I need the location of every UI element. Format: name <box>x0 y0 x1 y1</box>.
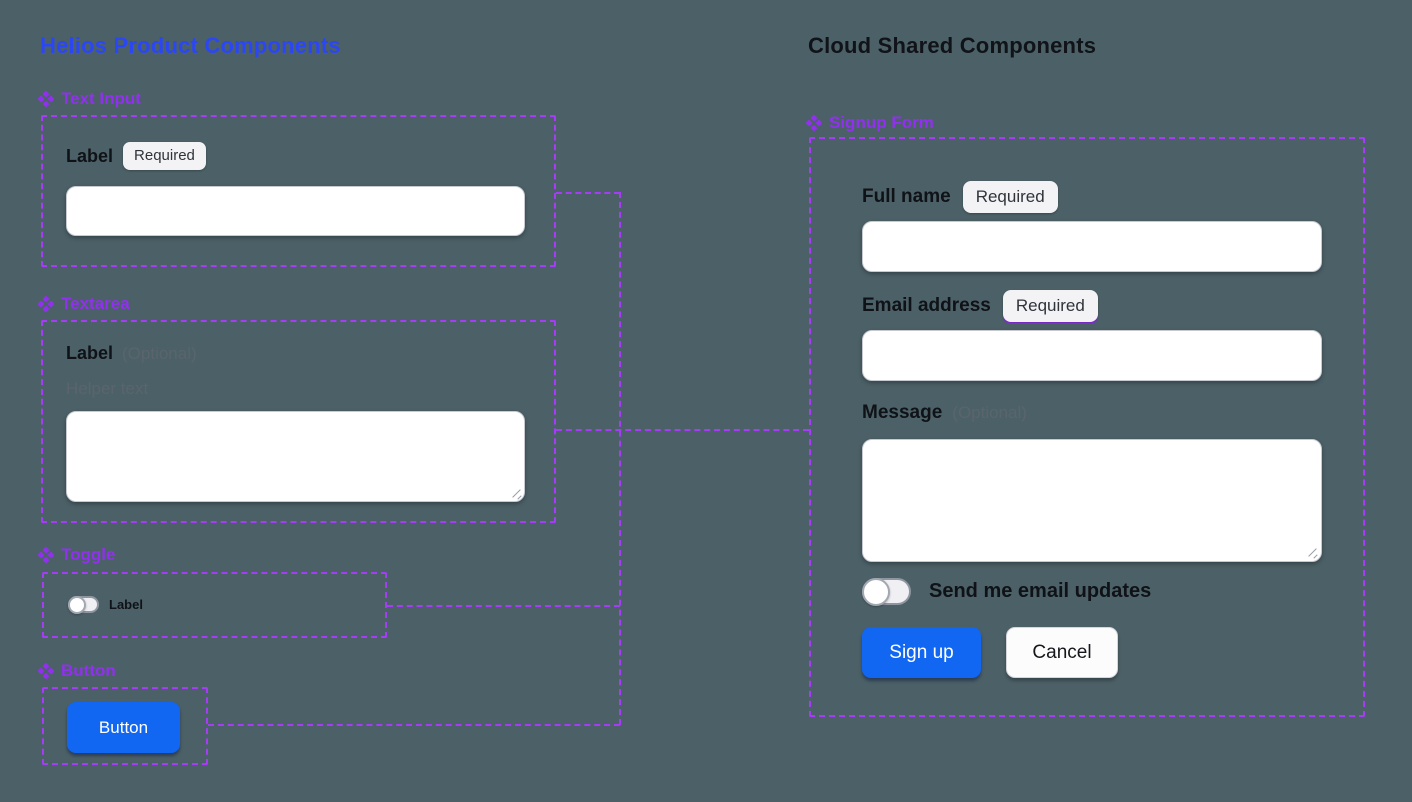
resize-handle-icon[interactable] <box>509 486 523 500</box>
component-label-signup-form: Signup Form <box>805 113 934 133</box>
email-updates-label: Send me email updates <box>929 580 1152 602</box>
required-badge: Required <box>1002 290 1098 322</box>
optional-note: (Optional) <box>122 343 197 363</box>
component-label-text: Textarea <box>61 294 130 313</box>
left-panel-title: Helios Product Components <box>40 33 341 58</box>
component-label-text: Text Input <box>61 89 141 108</box>
email-input[interactable] <box>862 330 1322 381</box>
component-label-text-input: Text Input <box>37 89 141 109</box>
email-updates-row: Send me email updates <box>862 577 1152 606</box>
email-label-row: Email address Required <box>862 290 1098 322</box>
component-diamond-icon <box>37 295 55 313</box>
full-name-label-row: Full name Required <box>862 181 1058 213</box>
message-textarea[interactable] <box>862 439 1322 562</box>
connector-text-input <box>556 192 620 194</box>
component-label-text: Button <box>61 661 116 680</box>
message-label-row: Message (Optional) <box>862 402 1027 424</box>
signup-form-component-outline <box>809 137 1365 717</box>
toggle-switch[interactable] <box>68 595 99 614</box>
component-label-text: Toggle <box>61 545 116 564</box>
email-updates-toggle[interactable] <box>862 577 911 606</box>
required-badge: Required <box>962 181 1058 213</box>
component-diamond-icon <box>37 90 55 108</box>
toggle-knob[interactable] <box>68 595 86 614</box>
sign-up-button[interactable]: Sign up <box>862 627 981 678</box>
component-label-button: Button <box>37 661 116 681</box>
right-panel-title: Cloud Shared Components <box>808 33 1097 58</box>
component-diamond-icon <box>37 662 55 680</box>
textarea-label-row: Label (Optional) <box>66 343 197 364</box>
sample-button[interactable]: Button <box>67 702 180 753</box>
full-name-label: Full name <box>862 186 951 207</box>
toggle-knob[interactable] <box>862 577 890 606</box>
toggle-label: Label <box>109 597 143 612</box>
textarea-component-outline <box>41 320 556 523</box>
textarea-helper-text: Helper text <box>66 379 149 398</box>
full-name-input[interactable] <box>862 221 1322 272</box>
textarea-field[interactable] <box>66 411 525 502</box>
button-component-outline <box>42 687 208 765</box>
connector-textarea-to-form <box>556 429 809 431</box>
text-input-component-outline <box>41 115 556 267</box>
optional-note: (Optional) <box>952 403 1027 422</box>
component-label-text: Signup Form <box>829 113 934 132</box>
connector-button <box>208 724 620 726</box>
resize-handle-icon[interactable] <box>1305 545 1319 559</box>
message-label: Message <box>862 402 943 423</box>
connector-trunk <box>619 192 621 725</box>
component-label-toggle: Toggle <box>37 545 116 565</box>
component-diamond-icon <box>37 546 55 564</box>
textarea-field-label: Label <box>66 343 114 363</box>
text-input-field[interactable] <box>66 186 525 236</box>
component-diamond-icon <box>805 114 823 132</box>
connector-toggle <box>387 605 620 607</box>
toggle-row: Label <box>68 595 143 614</box>
component-label-textarea: Textarea <box>37 294 130 314</box>
email-label: Email address <box>862 295 991 316</box>
text-input-field-label: Label <box>66 145 114 166</box>
cancel-button[interactable]: Cancel <box>1006 627 1118 678</box>
toggle-component-outline <box>42 572 387 638</box>
required-badge: Required <box>123 142 206 170</box>
text-input-label-row: Label Required <box>66 142 206 170</box>
